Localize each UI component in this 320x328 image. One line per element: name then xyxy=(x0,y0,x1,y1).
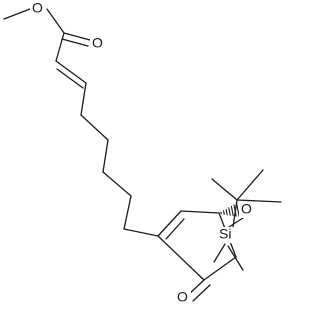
ring-bond-2 xyxy=(180,210,220,214)
chain-bond-5 xyxy=(123,195,132,230)
ring-double-bond-a xyxy=(157,210,182,237)
chain-bond-4 xyxy=(102,171,132,197)
silicon-label: Si xyxy=(219,226,231,242)
o-carbonyl-bond xyxy=(46,8,65,34)
atom-labels: O O O Si O xyxy=(30,0,255,306)
chain-bond-3 xyxy=(102,139,109,173)
carbonyl-double-bond-b xyxy=(61,38,89,47)
ring-double-bond-b xyxy=(165,218,185,240)
bond-skeleton xyxy=(3,8,282,302)
si-methyl-bond-1 xyxy=(227,245,244,271)
ketone-oxygen-label: O xyxy=(177,289,188,305)
alkene-bond-a xyxy=(55,60,87,84)
molecule-structure: O O O Si O xyxy=(3,0,282,306)
hashed-wedge-bond xyxy=(220,202,240,218)
silyl-ether-oxygen-label: O xyxy=(241,201,252,217)
si-methyl-bond-2 xyxy=(213,243,226,263)
ring-bond-4 xyxy=(203,256,237,281)
alkene-bond-b xyxy=(56,68,84,89)
chain-bond-6 xyxy=(123,228,159,237)
ester-methoxy-oxygen-label: O xyxy=(32,0,43,16)
tbutyl-methyl-1 xyxy=(211,178,238,201)
carbonyl-double-bond-a xyxy=(63,32,91,41)
tbutyl-methyl-3 xyxy=(236,199,282,203)
chain-bond-2 xyxy=(80,114,109,141)
carbonyl-alpha-bond xyxy=(55,32,65,62)
methyl-o-bond xyxy=(3,8,31,20)
chain-bond-1 xyxy=(80,82,87,116)
ester-carbonyl-oxygen-label: O xyxy=(92,35,103,51)
ring-bond-5 xyxy=(157,235,205,281)
tbutyl-methyl-2 xyxy=(236,169,264,201)
ketone-double-bond-b xyxy=(192,284,211,302)
